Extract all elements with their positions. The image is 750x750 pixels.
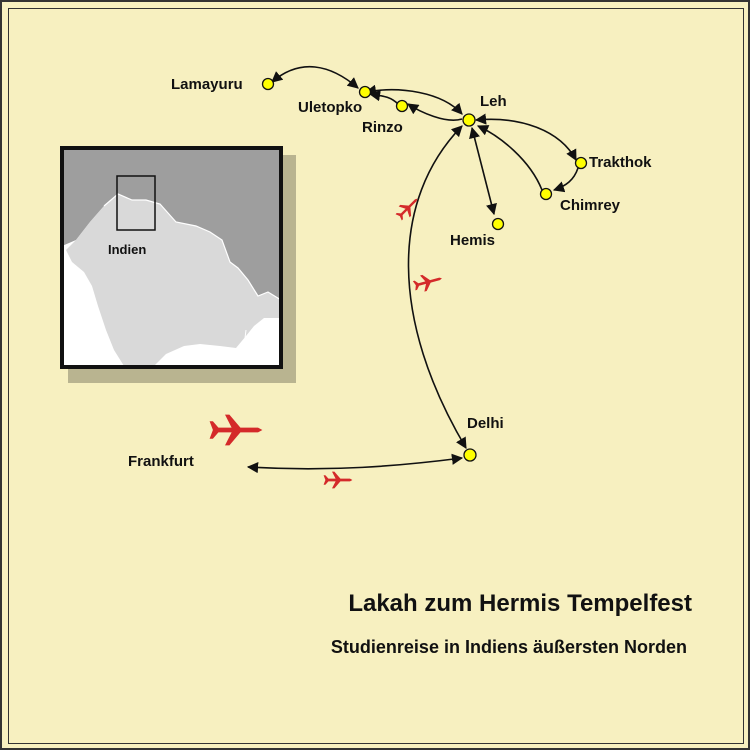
label-rinzo: Rinzo <box>362 119 403 136</box>
route-lamayuru-uletopko <box>271 65 359 89</box>
place-marker-icon <box>574 156 588 170</box>
map-subtitle: Studienreise in Indiens äußersten Norden <box>330 637 687 657</box>
airplane-icon <box>411 270 445 294</box>
route-delhi-leh <box>407 125 467 449</box>
route-trakthok-chimrey <box>552 167 579 193</box>
route-leh-rinzo <box>407 103 463 121</box>
place-marker-icon <box>462 113 476 127</box>
label-uletopko: Uletopko <box>298 99 362 116</box>
map-inner-border <box>8 8 744 744</box>
map-title: Lakah zum Hermis Tempelfest <box>348 590 692 617</box>
route-frankfurt-delhi <box>246 453 464 474</box>
route-leh-trakthok <box>474 113 577 161</box>
inset-border-line <box>103 193 281 301</box>
place-marker-icon <box>463 448 477 462</box>
route-uletopko-leh <box>364 84 463 115</box>
label-frankfurt: Frankfurt <box>128 453 194 470</box>
label-delhi: Delhi <box>467 415 504 432</box>
place-labels: Lamayuru Uletopko Rinzo Leh Trakthok Chi… <box>128 76 652 470</box>
place-marker-icon <box>491 217 505 231</box>
place-marker-icon <box>395 99 409 113</box>
airplane-icon <box>323 471 353 489</box>
inset-india <box>66 194 281 366</box>
route-rinzo-uletopko <box>368 90 399 105</box>
inset-map: Indien <box>60 146 296 383</box>
inset-highlight-box <box>116 175 156 231</box>
inset-frame <box>60 146 283 369</box>
inset-label-india: Indien <box>108 242 146 257</box>
label-lamayuru: Lamayuru <box>171 76 243 93</box>
routes <box>246 65 579 474</box>
label-leh: Leh <box>480 93 507 110</box>
place-marker-icon <box>539 187 553 201</box>
place-marker-icon <box>358 85 372 99</box>
route-leh-hemis <box>469 126 497 216</box>
label-chimrey: Chimrey <box>560 197 621 214</box>
label-trakthok: Trakthok <box>589 154 652 171</box>
place-marker-icon <box>261 77 275 91</box>
label-hemis: Hemis <box>450 232 495 249</box>
place-markers <box>261 77 588 462</box>
airplane-icon <box>209 414 263 446</box>
route-chimrey-leh <box>476 125 543 191</box>
